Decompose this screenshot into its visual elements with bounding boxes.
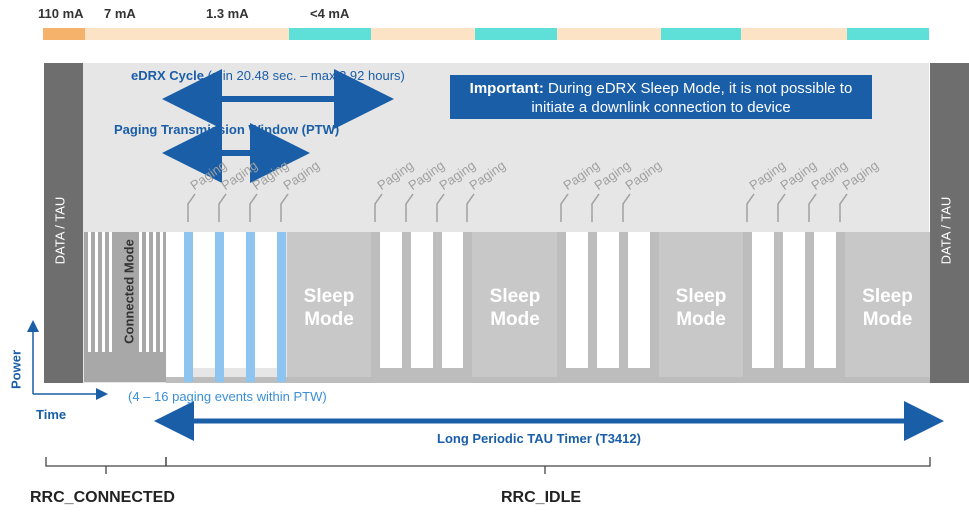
sleep-mode-line1: Sleep	[489, 286, 541, 307]
current-label-4ma: <4 mA	[310, 6, 350, 21]
rrc-connected-brace	[45, 457, 167, 474]
current-bar	[43, 28, 929, 40]
current-segment-high	[43, 28, 85, 40]
ptw-paging-pulses	[184, 232, 286, 382]
sleep-mode-line1: Sleep	[862, 286, 913, 307]
power-axis-label: Power	[8, 350, 24, 390]
sleep-block-3	[657, 232, 743, 377]
important-prefix: Important:	[469, 80, 544, 97]
paging-pulses-group-4	[743, 232, 845, 378]
current-segment-low	[475, 28, 557, 40]
sleep-block-2	[471, 232, 557, 377]
current-label-1-3ma: 1.3 mA	[206, 6, 249, 21]
current-label-110ma: 110 mA	[38, 6, 84, 21]
sleep-mode-label-4: Sleep Mode	[845, 285, 930, 331]
connected-mode-stripes	[88, 232, 163, 352]
important-text: During eDRX Sleep Mode, it is not possib…	[531, 80, 853, 116]
paging-leaders	[187, 193, 848, 222]
sleep-mode-label-3: Sleep Mode	[658, 285, 744, 331]
time-axis-label: Time	[36, 407, 67, 422]
paging-pulses-group-3	[557, 232, 659, 378]
sleep-mode-line1: Sleep	[303, 286, 355, 307]
sleep-mode-line2: Mode	[490, 309, 540, 330]
current-label-7ma: 7 mA	[104, 6, 136, 21]
sleep-mode-line2: Mode	[676, 309, 726, 330]
sleep-block-1	[287, 232, 371, 377]
current-segment-low	[661, 28, 741, 40]
rrc-connected-label: RRC_CONNECTED	[30, 489, 175, 506]
data-tau-label-right: DATA / TAU	[930, 63, 969, 383]
rrc-idle-brace	[165, 457, 931, 474]
tau-timer-label: Long Periodic TAU Timer (T3412)	[437, 431, 641, 446]
data-tau-text-left: DATA / TAU	[52, 196, 68, 265]
current-segment-medium	[371, 28, 475, 40]
current-segment-medium	[741, 28, 847, 40]
paging-pulses-group-2	[371, 232, 472, 378]
rrc-idle-label: RRC_IDLE	[501, 489, 582, 506]
sleep-mode-label-1: Sleep Mode	[287, 285, 371, 331]
pre-ptw-gap	[166, 232, 184, 377]
data-tau-label-left: DATA / TAU	[44, 63, 83, 383]
current-segment-low	[289, 28, 371, 40]
edrx-cycle-label: eDRX Cycle (min 20.48 sec. – max 2.92 ho…	[131, 68, 405, 83]
edrx-cycle-range: (min 20.48 sec. – max 2.92 hours)	[203, 68, 405, 83]
sleep-mode-label-2: Sleep Mode	[472, 285, 558, 331]
data-tau-bar-right	[930, 63, 969, 383]
ptw-label: Paging Transmission Window (PTW)	[114, 122, 340, 137]
idle-baseline	[166, 377, 930, 383]
pulse-gaps	[193, 232, 836, 368]
current-segment-low	[847, 28, 929, 40]
connected-mode-label: Connected Mode	[121, 239, 137, 344]
paging-events-note: (4 – 16 paging events within PTW)	[128, 389, 327, 404]
data-tau-bar-left	[44, 63, 83, 383]
edrx-cycle-title: eDRX Cycle	[131, 68, 204, 83]
sleep-mode-line2: Mode	[862, 309, 913, 330]
sleep-mode-line2: Mode	[304, 309, 354, 330]
sleep-block-4	[845, 232, 930, 377]
important-note: Important: During eDRX Sleep Mode, it is…	[450, 75, 872, 119]
sleep-mode-line1: Sleep	[675, 286, 727, 307]
data-tau-text-right: DATA / TAU	[938, 196, 954, 265]
current-segment-medium	[85, 28, 331, 40]
current-segment-medium	[557, 28, 661, 40]
